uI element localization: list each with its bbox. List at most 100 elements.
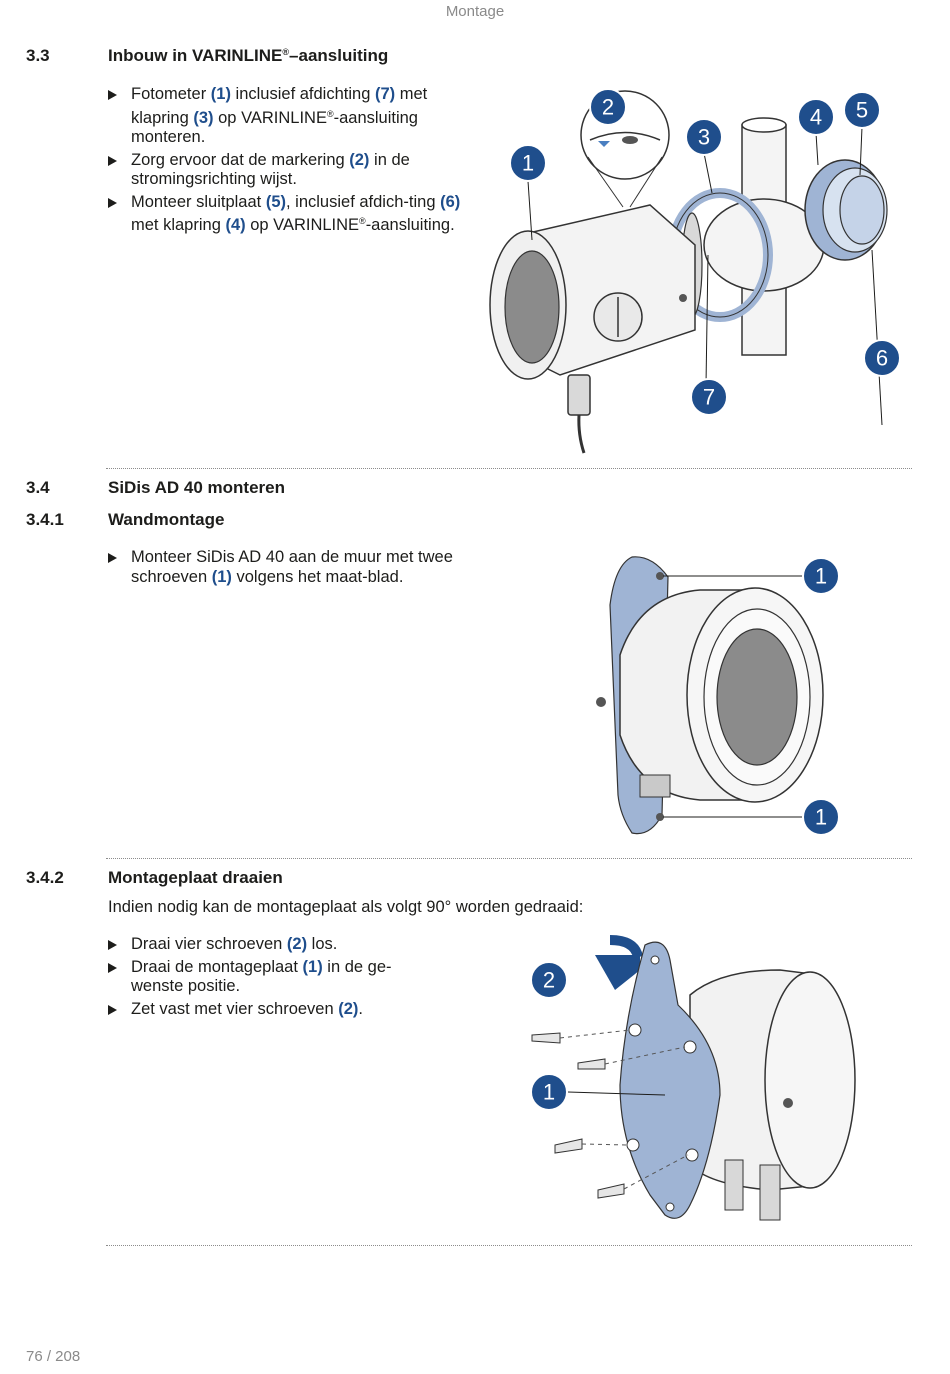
screws (531, 1032, 625, 1199)
svg-text:1: 1 (815, 805, 827, 830)
lens-line (587, 156, 624, 208)
screw (679, 294, 687, 302)
mounting-plate (619, 941, 721, 1219)
svg-text:1: 1 (815, 564, 827, 589)
section-number-3-4-2: 3.4.2 (26, 868, 64, 887)
callout-screws-2: 2 (530, 961, 568, 999)
cable-gland (567, 374, 591, 416)
step-text: los. (307, 935, 338, 953)
callout-5: 5 (843, 91, 881, 129)
step-text: Draai de montageplaat (131, 957, 303, 976)
step-text: met klapring (131, 85, 428, 127)
svg-text:1: 1 (522, 151, 534, 176)
screw-hole (656, 572, 664, 580)
title-text: Inbouw in VARINLINE (108, 46, 283, 65)
section-number-3-3: 3.3 (26, 46, 50, 65)
step-arrow-icon (108, 553, 117, 563)
step-item: Zorg ervoor dat de markering (2) in de s… (108, 151, 468, 190)
screw (783, 1098, 793, 1108)
step-text: inclusief afdichting (230, 85, 375, 103)
svg-text:6: 6 (876, 346, 888, 371)
callout-7: 7 (690, 378, 728, 416)
ref-number: (2) (286, 935, 308, 953)
ref-number: (2) (338, 999, 359, 1018)
svg-text:3: 3 (698, 125, 710, 150)
section-divider (106, 858, 912, 859)
step-arrow-icon (108, 90, 117, 100)
svg-text:2: 2 (543, 968, 555, 993)
page-number: 76 / 208 (26, 1348, 81, 1365)
lens-contour (589, 131, 661, 141)
screw-paths (559, 1029, 689, 1190)
svg-text:7: 7 (703, 385, 715, 410)
ref-number: (4) (225, 216, 246, 234)
step-arrow-icon (108, 1004, 117, 1015)
step-text: op VARINLINE (213, 108, 327, 127)
section-divider (106, 1245, 912, 1246)
closing-plate-5 (839, 175, 885, 245)
step-text: Fotometer (131, 85, 211, 103)
step-text: Zet vast met vier schroeven (131, 999, 339, 1018)
section-title-3-4-2: Montageplaat draaien (108, 868, 283, 887)
ref-number: (7) (374, 85, 396, 103)
rotate-mounting-plate-figure: 2 1 (530, 935, 856, 1221)
ref-number: (1) (211, 567, 232, 586)
callout-6: 6 (863, 339, 901, 377)
screw (596, 697, 606, 707)
section-number-3-4: 3.4 (26, 478, 50, 497)
step-text: Monteer SiDis AD 40 aan de muur met twee… (131, 548, 453, 586)
flow-direction-arrow-icon (598, 141, 610, 147)
ref-number: (3) (193, 108, 214, 127)
sidis-front (764, 971, 856, 1189)
svg-text:1: 1 (543, 1080, 555, 1105)
leader-lines (527, 126, 883, 426)
callout-3: 3 (685, 118, 723, 156)
step-text: Zorg ervoor dat de markering (131, 150, 350, 169)
step-text: in de stromingsrichting wijst. (131, 150, 410, 189)
section-number-3-4-1: 3.4.1 (26, 510, 64, 529)
step-text: volgens het maat-blad. (231, 567, 404, 586)
ref-number: (5) (265, 192, 286, 211)
ref-number: (1) (210, 85, 231, 103)
callout-plate-1: 1 (530, 1073, 568, 1111)
callout-screw-bottom: 1 (802, 798, 840, 836)
step-text: op VARINLINE (245, 216, 360, 234)
ref-number: (2) (349, 150, 370, 169)
registered-mark: ® (326, 108, 334, 119)
step-item: Zet vast met vier schroeven (2). (108, 1000, 438, 1020)
rotation-arrow-icon (595, 955, 640, 990)
photometer-window (504, 250, 560, 364)
registered-mark: ® (359, 216, 366, 226)
callout-1: 1 (509, 144, 547, 182)
title-text-end: –aansluiting (289, 46, 389, 65)
cable (577, 414, 586, 454)
step-text: . (358, 999, 364, 1018)
running-header: Montage (445, 3, 505, 20)
step-item: Monteer sluitplaat (5), inclusief afdich… (108, 193, 468, 236)
section-title-3-4: SiDis AD 40 monteren (108, 478, 285, 497)
steps-3-4-1: Monteer SiDis AD 40 aan de muur met twee… (108, 548, 458, 590)
sidis-display (716, 628, 798, 766)
svg-text:2: 2 (602, 95, 614, 120)
step-text: , inclusief afdich-ting (286, 192, 441, 211)
wall-mounting-figure: 1 1 (596, 556, 840, 836)
plate-holes (626, 955, 699, 1212)
leader-lines (663, 575, 802, 818)
steps-3-4-2: Draai vier schroeven (2) los. Draai de m… (108, 935, 438, 1022)
screw-hole (656, 813, 664, 821)
step-item: Monteer SiDis AD 40 aan de muur met twee… (108, 548, 458, 587)
pipe-end (741, 117, 787, 133)
registered-mark: ® (282, 47, 290, 57)
section-intro: Indien nodig kan de montageplaat als vol… (108, 898, 584, 916)
cable-gland (724, 1159, 744, 1211)
rotation-arrow-arc (609, 935, 643, 959)
svg-text:5: 5 (856, 98, 868, 123)
ref-number: (6) (440, 192, 461, 211)
leader-line (567, 1091, 666, 1096)
step-text: -aansluiting. (365, 216, 455, 234)
step-arrow-icon (108, 940, 117, 950)
step-text: in de ge-wenste positie. (131, 957, 392, 996)
section-title-3-3: Inbouw in VARINLINE®–aansluiting (108, 46, 388, 66)
section-title-3-4-1: Wandmontage (108, 510, 225, 529)
step-arrow-icon (108, 155, 117, 166)
